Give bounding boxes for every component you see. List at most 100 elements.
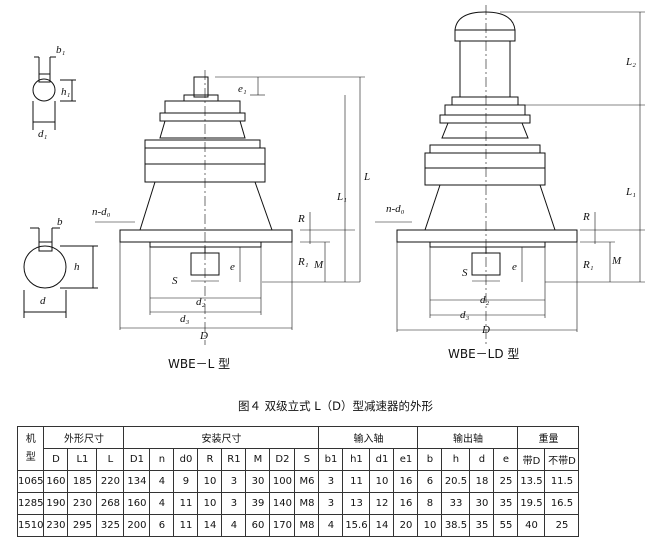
header-weight: 重量 bbox=[517, 426, 580, 449]
model-label-wbe-l: WBE－L 型 bbox=[168, 357, 230, 371]
table-cell: 20.5 bbox=[441, 470, 471, 493]
col-header: d1 bbox=[369, 448, 395, 471]
table-cell: 6 bbox=[417, 470, 443, 493]
table-cell: 10 bbox=[197, 492, 223, 515]
col-header: D2 bbox=[269, 448, 296, 471]
table-cell: 16.5 bbox=[544, 492, 580, 515]
table-cell: 230 bbox=[67, 492, 98, 515]
table-cell: 140 bbox=[269, 492, 296, 515]
table-cell: 16 bbox=[393, 492, 419, 515]
table-cell: 10 bbox=[417, 514, 443, 537]
label-h1: h₁ bbox=[61, 86, 71, 98]
table-cell: 4 bbox=[149, 492, 175, 515]
table-cell: 11 bbox=[173, 492, 199, 515]
table-cell: 40 bbox=[517, 514, 546, 537]
table-cell: 14 bbox=[197, 514, 223, 537]
table-cell: 14 bbox=[369, 514, 395, 537]
reducer-wbe-l-outline bbox=[95, 70, 365, 345]
table-cell: 160 bbox=[123, 492, 151, 515]
label-nd0-left: n-d₀ bbox=[92, 206, 111, 218]
dimension-table: 机型 外形尺寸 安装尺寸 输入轴 输出轴 重量 D L1 L D1 n d0 R… bbox=[16, 426, 580, 537]
label-d2-left: d₂ bbox=[196, 296, 206, 308]
table-cell: 220 bbox=[96, 470, 125, 493]
table-cell: 6 bbox=[149, 514, 175, 537]
table-cell: 13.5 bbox=[517, 470, 546, 493]
table-cell: 9 bbox=[173, 470, 199, 493]
label-b1: b₁ bbox=[56, 44, 66, 56]
col-header: R1 bbox=[221, 448, 247, 471]
col-header: b1 bbox=[318, 448, 344, 471]
table-cell: 11.5 bbox=[544, 470, 580, 493]
table-cell: 325 bbox=[96, 514, 125, 537]
label-nd0-right: n-d₀ bbox=[386, 203, 405, 215]
label-L2: L₂ bbox=[625, 56, 636, 68]
input-shaft-section bbox=[32, 56, 76, 130]
table-cell: 15.6 bbox=[342, 514, 371, 537]
table-cell: 3 bbox=[221, 470, 247, 493]
table-cell: 39 bbox=[245, 492, 271, 515]
model-cell: 1285 bbox=[16, 492, 45, 515]
table-cell: 11 bbox=[173, 514, 199, 537]
label-M-right: M bbox=[611, 255, 622, 267]
header-input-shaft: 输入轴 bbox=[318, 426, 419, 449]
table-cell: 100 bbox=[269, 470, 296, 493]
figure-caption: 图４ 双级立式 L（D）型减速器的外形 bbox=[237, 399, 434, 413]
table-cell: 185 bbox=[67, 470, 98, 493]
table-cell: 4 bbox=[221, 514, 247, 537]
header-outline-dims: 外形尺寸 bbox=[43, 426, 125, 449]
label-R-left: R bbox=[297, 213, 305, 225]
label-d3-right: d₃ bbox=[460, 309, 470, 321]
label-e-left: e bbox=[230, 261, 235, 273]
table-cell: 4 bbox=[149, 470, 175, 493]
table-cell: 4 bbox=[318, 514, 344, 537]
table-cell: 134 bbox=[123, 470, 151, 493]
table-cell: 170 bbox=[269, 514, 296, 537]
col-header: M bbox=[245, 448, 271, 471]
table-cell: 160 bbox=[43, 470, 69, 493]
col-header: D1 bbox=[123, 448, 151, 471]
label-e-right: e bbox=[512, 261, 517, 273]
table-cell: 3 bbox=[221, 492, 247, 515]
label-S-left: S bbox=[172, 275, 178, 287]
col-header: S bbox=[294, 448, 320, 471]
model-label-wbe-ld: WBE－LD 型 bbox=[448, 347, 519, 361]
table-cell: 12 bbox=[369, 492, 395, 515]
table-cell: 10 bbox=[197, 470, 223, 493]
table-cell: M8 bbox=[294, 492, 320, 515]
table-cell: 8 bbox=[417, 492, 443, 515]
label-D-left: D bbox=[199, 330, 208, 342]
table-cell: M8 bbox=[294, 514, 320, 537]
table-cell: 25 bbox=[493, 470, 519, 493]
table-cell: 190 bbox=[43, 492, 69, 515]
table-cell: 10 bbox=[369, 470, 395, 493]
model-cell: 1065 bbox=[16, 470, 45, 493]
table-cell: 38.5 bbox=[441, 514, 471, 537]
label-L1-right: L₁ bbox=[625, 186, 636, 198]
label-L1-left: L₁ bbox=[336, 191, 347, 203]
table-cell: 268 bbox=[96, 492, 125, 515]
label-d1: d₁ bbox=[38, 128, 48, 140]
table-cell: 25 bbox=[544, 514, 580, 537]
table-cell: 230 bbox=[43, 514, 69, 537]
col-header: e bbox=[493, 448, 519, 471]
col-header: L bbox=[96, 448, 125, 471]
col-header: n bbox=[149, 448, 175, 471]
header-model: 机型 bbox=[16, 426, 45, 471]
label-e1: e₁ bbox=[238, 83, 247, 95]
col-header: b bbox=[417, 448, 443, 471]
table-cell: 35 bbox=[493, 492, 519, 515]
col-header: D bbox=[43, 448, 69, 471]
table-cell: 60 bbox=[245, 514, 271, 537]
label-d2-right: d₂ bbox=[480, 294, 490, 306]
label-h: h bbox=[74, 261, 80, 273]
label-b: b bbox=[57, 216, 63, 228]
col-header: d0 bbox=[173, 448, 199, 471]
col-header: d bbox=[469, 448, 495, 471]
table-cell: 20 bbox=[393, 514, 419, 537]
col-header: 带D bbox=[517, 448, 546, 471]
table-cell: M6 bbox=[294, 470, 320, 493]
